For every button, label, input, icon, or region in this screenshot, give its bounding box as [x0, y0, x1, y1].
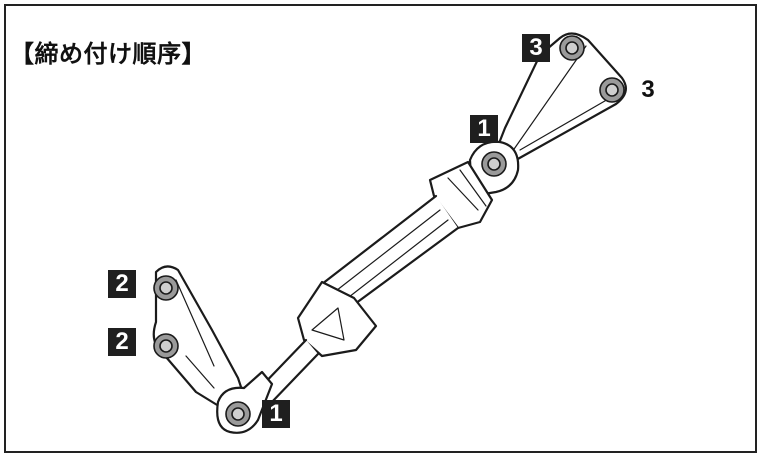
order-badge-top-bracket-upper: 3 [522, 34, 550, 62]
order-badge-top-bracket-right: 3 [641, 76, 655, 103]
bolt-heads [153, 35, 625, 427]
bolt-lower-clamp-icon [225, 401, 251, 427]
diagram-title: 【締め付け順序】 [10, 40, 206, 68]
bolt-upper-right-icon [599, 77, 625, 103]
order-badge-top-clamp: 1 [470, 115, 498, 143]
diagram-frame [4, 4, 757, 453]
upper-collar [428, 160, 494, 230]
bolt-upper-clamp-icon [481, 151, 507, 177]
bolt-upper-left-icon [559, 35, 585, 61]
order-badge-bottom-clamp: 1 [262, 400, 290, 428]
order-badge-left-bracket-upper: 2 [108, 270, 136, 298]
order-badge-left-bracket-lower: 2 [108, 328, 136, 356]
bolt-left-upper-icon [153, 275, 179, 301]
bolt-left-lower-icon [153, 333, 179, 359]
